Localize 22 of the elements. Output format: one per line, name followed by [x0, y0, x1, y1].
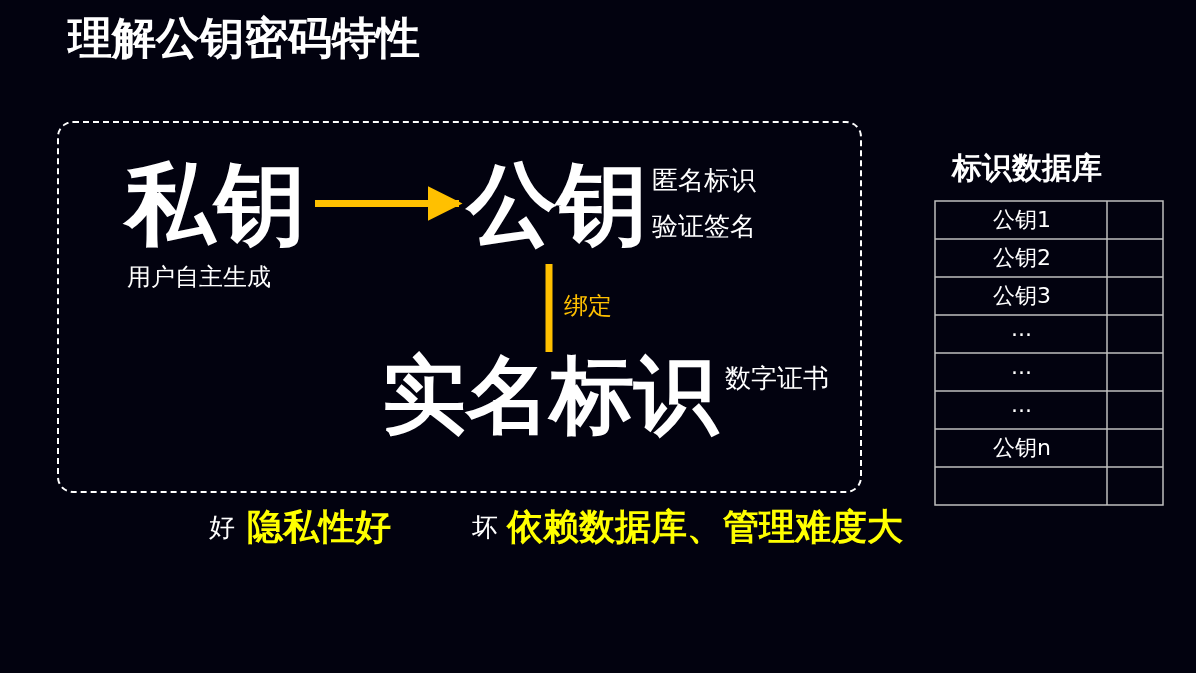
- side-note: 验证签名: [652, 213, 756, 239]
- edge-label: 绑定: [564, 294, 612, 318]
- pro-text: 隐私性好: [247, 509, 391, 545]
- slide-title: 理解公钥密码特性: [68, 16, 420, 60]
- ellipsis: ...: [1011, 394, 1032, 416]
- side-note: 用户自主生成: [127, 265, 271, 289]
- key-heading: 公钥: [467, 151, 647, 256]
- pro-label: 好: [209, 514, 235, 540]
- key-heading: 实名标识: [382, 346, 718, 444]
- con-label: 坏: [472, 514, 498, 540]
- key-entry: 公钥n: [993, 437, 1051, 459]
- con-text: 依赖数据库、管理难度大: [507, 509, 903, 545]
- key-entry: 公钥1: [993, 209, 1051, 231]
- key-heading: 私钥: [125, 151, 305, 256]
- side-note: 匿名标识: [652, 167, 756, 193]
- ellipsis: ...: [1011, 356, 1032, 378]
- ellipsis: ...: [1011, 318, 1032, 340]
- table-heading: 标识数据库: [952, 153, 1102, 183]
- dashed-frame: [57, 121, 862, 493]
- key-entry: 公钥3: [993, 285, 1051, 307]
- key-entry: 公钥2: [993, 247, 1051, 269]
- side-note: 数字证书: [725, 365, 829, 391]
